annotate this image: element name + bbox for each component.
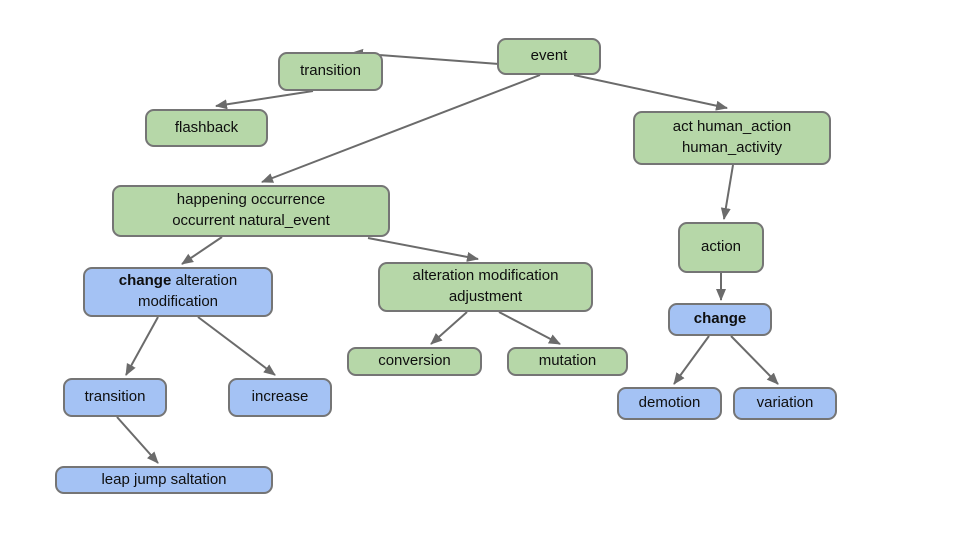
edge-change-to-variation: [730, 335, 779, 385]
node-label-text: event: [530, 47, 568, 65]
node-label-line: occurrent natural_event: [172, 211, 330, 232]
node-label-text: alteration: [171, 272, 238, 290]
edge-happening-occurrence-to-change-alteration-modification: [181, 236, 223, 265]
node-label-line: adjustment: [449, 287, 522, 308]
edge-alteration-modification-adjustment-to-conversion: [430, 311, 468, 345]
node-flashback: flashback: [145, 109, 268, 147]
node-label-text: increase: [251, 388, 309, 406]
node-transition-lower: transition: [63, 378, 167, 417]
edge-event-to-happening-occurrence: [261, 74, 541, 183]
node-label-text: adjustment: [448, 288, 523, 305]
node-label-text: happening occurrence: [176, 191, 326, 209]
node-label-text: human_activity: [681, 139, 783, 156]
node-label-emphasis: change: [693, 310, 747, 328]
node-label-text: mutation: [538, 352, 597, 370]
node-label-text: action: [700, 238, 742, 256]
edge-act-human-action-to-action: [720, 164, 734, 220]
edge-alteration-modification-adjustment-to-mutation: [498, 311, 561, 345]
node-label-line: modification: [138, 292, 218, 313]
node-label-line: transition: [85, 387, 146, 408]
node-label-line: flashback: [175, 118, 238, 139]
node-label-line: happening occurrence: [177, 190, 325, 211]
node-label-text: modification: [137, 293, 219, 310]
node-label-text: demotion: [638, 394, 701, 412]
edge-change-to-demotion: [673, 335, 710, 385]
node-label-emphasis: change: [118, 272, 172, 290]
node-mutation: mutation: [507, 347, 628, 376]
node-label-text: occurrent natural_event: [172, 212, 330, 229]
edge-transition-lower-to-leap-jump-saltation: [116, 416, 159, 464]
node-increase: increase: [228, 378, 332, 417]
node-label-line: leap jump saltation: [101, 470, 226, 491]
node-demotion: demotion: [617, 387, 722, 420]
node-happening-occurrence: happening occurrence occurrent natural_ev…: [112, 185, 390, 237]
node-label-text: leap jump saltation: [101, 470, 227, 488]
node-label-line: conversion: [378, 351, 451, 372]
node-label-text: alteration modification: [412, 267, 559, 285]
node-label-line: change alteration: [119, 271, 237, 292]
node-label-line: alteration modification: [413, 266, 559, 287]
edge-change-alteration-modification-to-transition-lower: [125, 316, 159, 376]
node-label-text: flashback: [174, 118, 239, 136]
node-change: change: [668, 303, 772, 336]
node-label-text: transition: [84, 388, 146, 406]
node-label-line: event: [531, 46, 568, 67]
node-label-line: increase: [252, 387, 309, 408]
node-label-line: act human_action: [673, 117, 791, 138]
node-event: event: [497, 38, 601, 75]
node-label-text: act human_action: [672, 118, 792, 136]
node-label-text: transition: [300, 62, 361, 80]
edge-transition-upper-to-flashback: [215, 90, 314, 110]
node-conversion: conversion: [347, 347, 482, 376]
edge-change-alteration-modification-to-increase: [197, 316, 276, 376]
node-label-line: human_activity: [682, 138, 782, 159]
node-label-line: change: [694, 309, 747, 330]
node-label-line: variation: [757, 393, 814, 414]
edge-event-to-act-human-action: [573, 74, 728, 111]
edge-happening-occurrence-to-alteration-modification-adjustment: [367, 237, 479, 262]
node-label-line: mutation: [539, 351, 597, 372]
node-label-text: variation: [756, 394, 814, 412]
node-alteration-modification-adjustment: alteration modification adjustment: [378, 262, 593, 312]
node-label-text: conversion: [378, 352, 451, 370]
node-label-line: transition: [300, 61, 361, 82]
node-action: action: [678, 222, 764, 273]
node-variation: variation: [733, 387, 837, 420]
node-transition-upper: transition: [278, 52, 383, 91]
node-label-line: demotion: [639, 393, 701, 414]
node-leap-jump-saltation: leap jump saltation: [55, 466, 273, 494]
node-act-human-action: act human_action human_activity: [633, 111, 831, 165]
node-label-line: action: [701, 237, 741, 258]
